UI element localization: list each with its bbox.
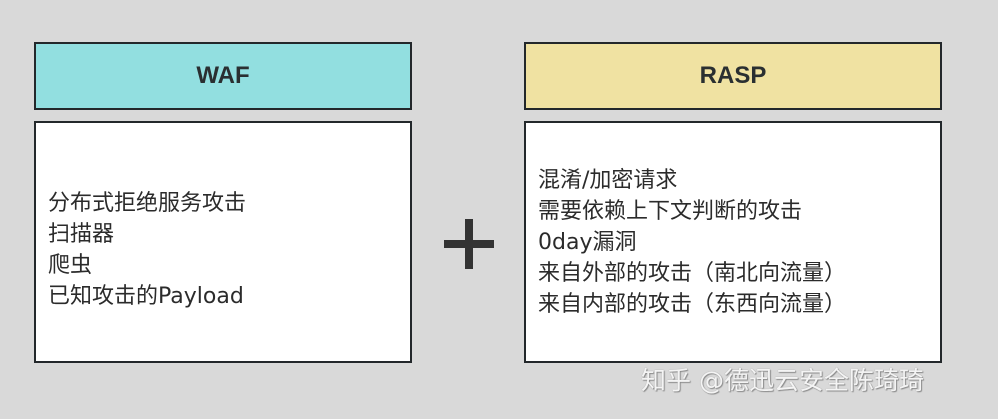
waf-panel: 分布式拒绝服务攻击 扫描器 爬虫 已知攻击的Payload — [34, 121, 412, 363]
waf-title: WAF — [196, 62, 250, 89]
rasp-header: RASP — [524, 42, 942, 110]
rasp-panel: 混淆/加密请求 需要依赖上下文判断的攻击 0day漏洞 来自外部的攻击（南北向流… — [524, 121, 942, 363]
rasp-item: 来自内部的攻击（东西向流量） — [538, 291, 847, 317]
waf-item: 爬虫 — [48, 253, 93, 278]
waf-header: WAF — [34, 42, 412, 110]
watermark: 知乎 @德迅云安全陈琦琦 — [641, 366, 924, 395]
waf-item: 分布式拒绝服务攻击 — [48, 191, 247, 216]
waf-item: 已知攻击的Payload — [48, 284, 244, 309]
rasp-title: RASP — [699, 62, 767, 89]
plus-icon — [444, 219, 494, 269]
rasp-item: 0day漏洞 — [538, 229, 637, 255]
waf-item: 扫描器 — [48, 222, 115, 247]
rasp-item: 混淆/加密请求 — [538, 167, 678, 193]
rasp-item: 来自外部的攻击（南北向流量） — [538, 260, 847, 286]
rasp-item: 需要依赖上下文判断的攻击 — [538, 198, 803, 224]
